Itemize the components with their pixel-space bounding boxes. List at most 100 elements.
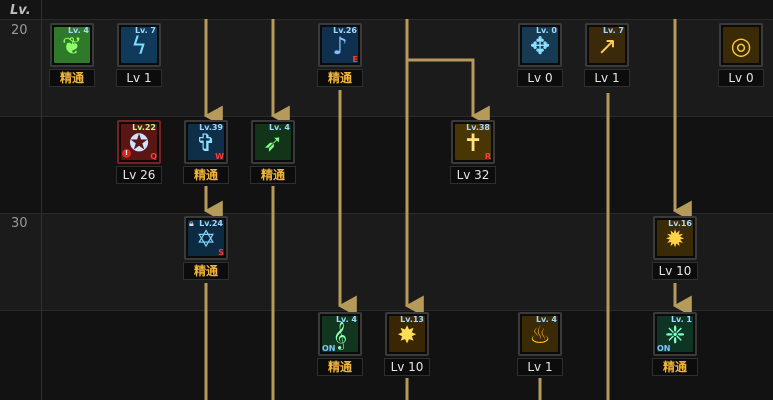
skill-level-tag: Lv.38 — [466, 123, 490, 132]
skill-slot[interactable]: ♪ Lv.26 E 精通 — [316, 23, 364, 87]
skill-slot[interactable]: ◎ Lv 0 — [717, 23, 765, 87]
skill-art — [54, 27, 90, 63]
skill-art — [522, 27, 558, 63]
skill-level-label: Lv 1 — [517, 358, 563, 376]
row-divider — [0, 213, 773, 214]
skill-icon[interactable]: ↗ Lv. 7 — [585, 23, 629, 67]
skill-icon[interactable]: ✪ Lv.22 ! Q — [117, 120, 161, 164]
skill-icon[interactable]: ✞ Lv.39 W — [184, 120, 228, 164]
skill-icon[interactable]: ♨ Lv. 4 — [518, 312, 562, 356]
skill-icon[interactable]: ✸ Lv.13 — [385, 312, 429, 356]
green-clef-skill-icon: 𝄞 — [332, 321, 348, 349]
skill-slot[interactable]: ✝ Lv.38 R Lv 32 — [449, 120, 497, 184]
skill-art — [188, 124, 224, 160]
skill-level-tag: Lv.16 — [668, 219, 692, 228]
skill-hotkey: W — [215, 152, 224, 161]
skill-level-label: Lv 26 — [116, 166, 162, 184]
skill-level-tag: Lv.22 — [132, 123, 156, 132]
skill-slot[interactable]: ➶ Lv. 4 精通 — [249, 120, 297, 184]
skill-icon[interactable]: ✡ 🔒︎ Lv.24 S — [184, 216, 228, 260]
level-header: Lv. — [10, 3, 31, 18]
skill-icon[interactable]: ✥ Lv. 0 — [518, 23, 562, 67]
skill-art — [657, 220, 693, 256]
skill-level-tag: Lv. 7 — [134, 26, 156, 35]
skill-level-label: 精通 — [183, 166, 229, 184]
golden-ring-skill-icon: ◎ — [730, 32, 752, 60]
skill-level-tag: Lv. 7 — [602, 26, 624, 35]
skill-level-tag: Lv. 4 — [535, 315, 557, 324]
lightning-bolt-skill-icon: ϟ — [131, 32, 147, 60]
skill-slot[interactable]: ϟ Lv. 7 Lv 1 — [115, 23, 163, 87]
skill-level-label: 精通 — [652, 358, 698, 376]
skill-hotkey: R — [484, 152, 491, 161]
lock-icon: 🔒︎ — [189, 219, 194, 229]
toggle-on-badge: ON — [322, 344, 336, 353]
skill-slot[interactable]: ❦ Lv. 4 精通 — [48, 23, 96, 87]
skill-slot[interactable]: ♨ Lv. 4 Lv 1 — [516, 312, 564, 376]
hexagram-skill-icon: ✡ — [195, 225, 217, 253]
skill-hotkey: E — [352, 55, 358, 64]
skill-icon[interactable]: 𝄞 Lv. 4 ON — [318, 312, 362, 356]
skill-level-label: Lv 1 — [116, 69, 162, 87]
connector-line — [407, 58, 490, 127]
skill-icon[interactable]: ◎ — [719, 23, 763, 67]
skill-slot[interactable]: ✹ Lv.16 Lv 10 — [651, 216, 699, 280]
skill-slot[interactable]: ✪ Lv.22 ! Q Lv 26 — [115, 120, 163, 184]
skill-art — [455, 124, 491, 160]
skill-icon[interactable]: ϟ Lv. 7 — [117, 23, 161, 67]
skill-icon[interactable]: ➶ Lv. 4 — [251, 120, 295, 164]
skill-hotkey: S — [218, 248, 224, 257]
golden-star-skill-icon: ✹ — [664, 225, 686, 253]
golden-pillar-skill-icon: ♨ — [529, 321, 551, 349]
holy-cross-burst-skill-icon: ✝ — [462, 129, 484, 157]
row-divider — [0, 19, 773, 20]
skill-level-tag: Lv.13 — [400, 315, 424, 324]
skill-icon[interactable]: ✝ Lv.38 R — [451, 120, 495, 164]
skill-level-tag: Lv.39 — [199, 123, 223, 132]
skill-slot[interactable]: ✡ 🔒︎ Lv.24 S 精通 — [182, 216, 230, 280]
skill-art — [322, 27, 358, 63]
level-label-20: 20 — [11, 23, 28, 38]
skill-slot[interactable]: ✸ Lv.13 Lv 10 — [383, 312, 431, 376]
skill-art — [389, 316, 425, 352]
skill-art — [522, 316, 558, 352]
skill-slot[interactable]: ✥ Lv. 0 Lv 0 — [516, 23, 564, 87]
skill-slot[interactable]: ✞ Lv.39 W 精通 — [182, 120, 230, 184]
skill-level-label: Lv 1 — [584, 69, 630, 87]
music-note-skill-icon: ♪ — [332, 32, 348, 60]
skill-level-label: Lv 32 — [450, 166, 496, 184]
sun-burst-skill-icon: ✸ — [396, 321, 418, 349]
level-row-3 — [0, 213, 773, 310]
skill-slot[interactable]: ↗ Lv. 7 Lv 1 — [583, 23, 631, 87]
warning-icon: ! — [122, 149, 131, 158]
golden-spear-skill-icon: ↗ — [596, 32, 618, 60]
ice-sparkle-skill-icon: ✥ — [529, 32, 551, 60]
skill-level-tag: Lv. 1 — [670, 315, 692, 324]
level-gutter — [0, 0, 42, 400]
skill-level-label: Lv 0 — [517, 69, 563, 87]
green-claw-skill-icon: ➶ — [262, 129, 284, 157]
skill-art — [255, 124, 291, 160]
skill-level-tag: Lv.24 — [199, 219, 223, 228]
level-label-30: 30 — [11, 216, 28, 231]
skill-level-tag: Lv.26 — [333, 26, 357, 35]
skill-art — [589, 27, 625, 63]
skill-slot[interactable]: ❈ Lv. 1 ON 精通 — [651, 312, 699, 376]
toggle-on-badge: ON — [657, 344, 671, 353]
skill-icon[interactable]: ✹ Lv.16 — [653, 216, 697, 260]
skill-level-label: Lv 0 — [718, 69, 764, 87]
skill-art — [322, 316, 358, 352]
skill-art — [723, 27, 759, 63]
skill-icon[interactable]: ♪ Lv.26 E — [318, 23, 362, 67]
green-wing-skill-icon: ❦ — [61, 32, 83, 60]
skill-icon[interactable]: ❈ Lv. 1 ON — [653, 312, 697, 356]
row-divider — [0, 310, 773, 311]
skill-level-tag: Lv. 4 — [335, 315, 357, 324]
skill-level-label: 精通 — [183, 262, 229, 280]
skill-slot[interactable]: 𝄞 Lv. 4 ON 精通 — [316, 312, 364, 376]
skill-level-label: 精通 — [49, 69, 95, 87]
skill-art — [188, 220, 224, 256]
skill-icon[interactable]: ❦ Lv. 4 — [50, 23, 94, 67]
green-rune-skill-icon: ❈ — [664, 321, 686, 349]
